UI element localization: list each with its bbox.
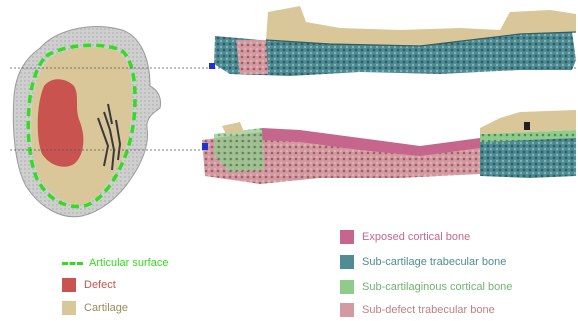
legend-exposed-cortical-bone: Exposed cortical bone [340, 230, 470, 244]
joint-surface-view [13, 27, 160, 217]
lower-cross-section [202, 110, 576, 184]
legend-sub-cartilage-trabecular-bone: Sub-cartilage trabecular bone [340, 255, 506, 269]
defect-swatch [62, 278, 76, 292]
articular-surface-dash-icon [62, 262, 83, 265]
lower-dark-mark [524, 122, 530, 130]
legend-sub-cartilaginous-cortical-bone: Sub-cartilaginous cortical bone [340, 280, 512, 294]
lower-cartilage-left [222, 122, 244, 134]
legend-cartilage-label: Cartilage [84, 302, 128, 314]
legend-defect-label: Defect [84, 279, 116, 291]
exposed-cortical-bone-swatch [340, 230, 354, 244]
upper-sub-defect-bone [236, 40, 268, 74]
sub-cartilaginous-cortical-bone-swatch [340, 280, 354, 294]
sub-cartilage-trabecular-bone-swatch [340, 255, 354, 269]
sub-defect-trabecular-bone-swatch [340, 303, 354, 317]
legend-articular-surface: Articular surface [62, 257, 168, 269]
legend-articular-surface-label: Articular surface [89, 257, 168, 269]
legend-sub-defect-trabecular-bone-label: Sub-defect trabecular bone [362, 304, 495, 316]
legend-cartilage: Cartilage [62, 301, 128, 315]
lower-marker [202, 143, 208, 150]
legend-exposed-cortical-bone-label: Exposed cortical bone [362, 231, 470, 243]
legend-sub-cartilage-trabecular-bone-label: Sub-cartilage trabecular bone [362, 256, 506, 268]
cartilage-swatch [62, 301, 76, 315]
legend-sub-cartilaginous-cortical-bone-label: Sub-cartilaginous cortical bone [362, 281, 512, 293]
upper-cross-section [209, 6, 576, 76]
legend-defect: Defect [62, 278, 116, 292]
legend-sub-defect-trabecular-bone: Sub-defect trabecular bone [340, 303, 495, 317]
upper-marker [209, 63, 215, 69]
